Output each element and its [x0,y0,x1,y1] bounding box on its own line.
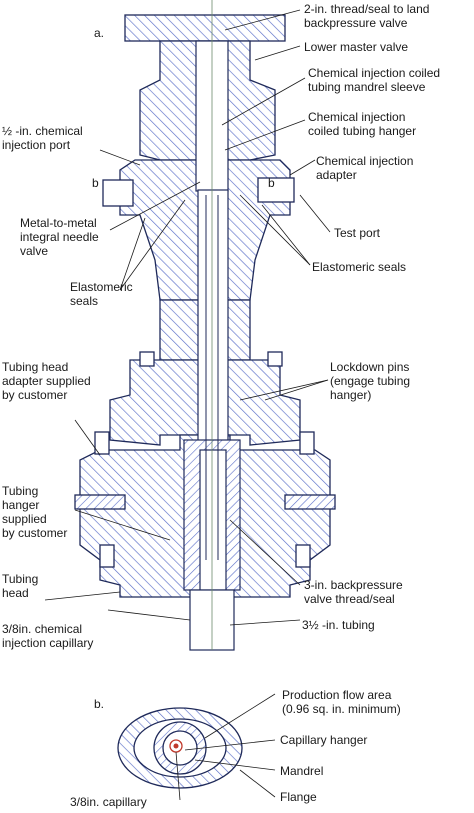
bore [183,0,241,651]
callout-mandrel-sleeve: Chemical injection coiled tubing mandrel… [308,66,441,94]
right-stud [284,494,336,510]
callout-backpressure-thread: 3-in. backpressure valve thread/seal [304,578,403,606]
callout-injection-adapter: Chemical injection adapter [316,154,414,182]
left-adapter-nut [139,351,155,367]
capillary-dot [173,743,179,749]
callout-capillary-b: 3/8in. capillary [70,795,147,809]
right-port-block [257,177,295,203]
side-hardware [74,177,336,568]
left-port-block [102,179,134,207]
callout-thread-seal: 2-in. thread/seal to land backpressure v… [304,2,430,30]
callout-lower-master-valve: Lower master valve [304,40,409,54]
callout-lockdown-pins: Lockdown pins (engage tubing hanger) [330,360,411,402]
callout-needle-valve: Metal-to-metal integral needle valve [20,216,99,258]
panel-label-b: b. [94,697,105,711]
callout-production-flow: Production flow area (0.96 sq. in. minim… [282,688,401,716]
section-b [117,707,243,789]
top-flange [124,14,286,42]
panel-label-a: a. [94,26,105,40]
left-nut-lower [99,544,115,568]
callout-capillary-hanger: Capillary hanger [280,733,368,747]
section-mark-left: b [92,176,99,190]
callout-test-port: Test port [334,226,381,240]
callout-tubing: 3½ -in. tubing [302,618,375,632]
leader-lines-b [175,693,276,801]
callout-coiled-tubing-hanger: Chemical injection coiled tubing hanger [308,110,417,138]
callout-injection-port: ½ -in. chemical injection port [2,124,83,152]
callout-elastomeric-seals-right: Elastomeric seals [312,260,407,274]
leader-lines-a [44,9,331,626]
callout-elastomeric-seals-left: Elastomeric seals [70,280,133,308]
right-nut-lower [295,544,311,568]
callout-mandrel: Mandrel [280,764,324,778]
callout-tubing-head-adapter: Tubing head adapter supplied by customer [2,360,91,402]
callout-flange: Flange [280,790,317,804]
left-stud [74,494,126,510]
right-nut-upper [299,431,315,455]
callout-capillary: 3/8in. chemical injection capillary [2,622,94,650]
right-adapter-nut [267,351,283,367]
callout-tubing-head: Tubing head [2,572,39,600]
callout-tubing-hanger: Tubing hanger supplied by customer [2,484,68,540]
section-mark-right: b [268,176,275,190]
hanger-bore [199,449,227,591]
left-nut-upper [94,431,110,455]
